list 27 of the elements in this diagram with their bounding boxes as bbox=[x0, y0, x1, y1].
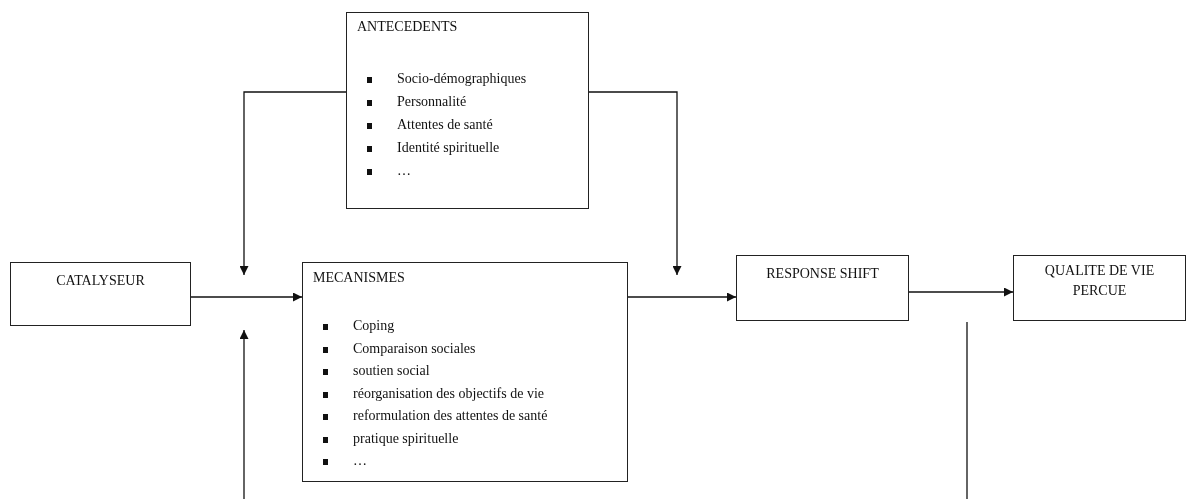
process-box bbox=[736, 255, 909, 321]
list-item: Coping bbox=[353, 318, 395, 334]
arrow bbox=[588, 91, 682, 276]
box-title: CATALYSEUR bbox=[55, 272, 146, 290]
list-item: pratique spirituelle bbox=[353, 430, 459, 447]
box-title: QUALITE DE VIE PERCUE bbox=[1043, 262, 1156, 300]
arrow bbox=[239, 91, 347, 276]
list-item: Personnalité bbox=[397, 94, 467, 110]
arrow bbox=[908, 287, 1014, 297]
process-box bbox=[10, 262, 191, 326]
list-item: réorganisation des objectifs de vie bbox=[353, 385, 545, 402]
list-item: Identité spirituelle bbox=[397, 140, 500, 156]
list-item: Attentes de santé bbox=[397, 117, 493, 133]
list-item: … bbox=[397, 163, 411, 179]
process-box bbox=[302, 262, 628, 482]
arrow bbox=[190, 292, 303, 302]
box-title: MECANISMES bbox=[313, 270, 405, 286]
list-item: reformulation des attentes de santé bbox=[353, 408, 548, 424]
process-box bbox=[1013, 255, 1186, 321]
list-item: … bbox=[353, 453, 367, 469]
list-item: Comparaison sociales bbox=[353, 340, 476, 357]
list-item: Socio-démographiques bbox=[397, 71, 527, 87]
process-box bbox=[346, 12, 589, 209]
box-title: RESPONSE SHIFT bbox=[765, 265, 880, 283]
box-title: ANTECEDENTS bbox=[357, 19, 458, 35]
arrow bbox=[627, 292, 737, 302]
list-item: soutien social bbox=[353, 363, 430, 379]
